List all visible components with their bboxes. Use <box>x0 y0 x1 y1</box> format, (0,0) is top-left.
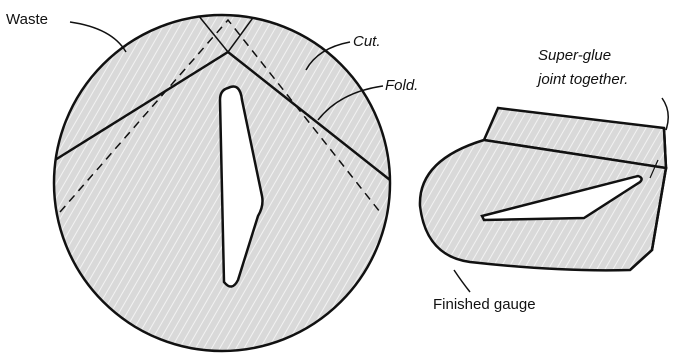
glue-label-line2: joint together. <box>538 72 628 87</box>
fold-label: Fold. <box>385 78 418 93</box>
finished-gauge <box>420 98 668 292</box>
waste-label: Waste <box>6 12 48 27</box>
glue-leader <box>662 98 668 130</box>
waste-leader <box>70 22 126 52</box>
finished-gauge-label: Finished gauge <box>433 297 536 312</box>
finished-leader <box>454 270 470 292</box>
glue-label-line1: Super-glue <box>538 48 611 63</box>
cut-label: Cut. <box>353 34 381 49</box>
disc-blank <box>54 15 390 351</box>
